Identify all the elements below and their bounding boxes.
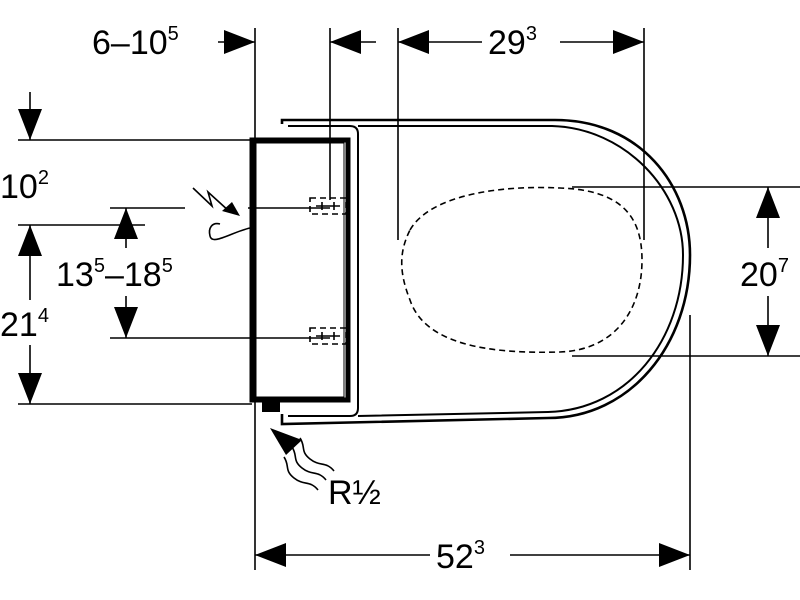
seat-shoulder	[288, 125, 359, 417]
water-connection-label: R½	[328, 474, 381, 512]
arrow-up-icon	[756, 187, 780, 218]
arrow-left-icon	[398, 30, 429, 54]
water-inflow-icon	[270, 428, 335, 491]
product-outline	[249, 118, 692, 426]
dimension-bottom-length: 523	[255, 537, 690, 576]
dimension-label-left-upper: 102	[0, 167, 49, 206]
lightning-icon	[192, 187, 251, 241]
arrow-down-icon	[18, 373, 42, 404]
arrow-down-icon	[756, 325, 780, 356]
hinge-marker-upper	[309, 197, 347, 215]
dimension-label-bottom-length: 523	[436, 537, 485, 576]
dimension-top-left: 6–105	[92, 23, 376, 62]
arrow-left-icon	[330, 30, 361, 54]
arrow-right-icon	[224, 30, 255, 54]
dimension-label-top-right: 293	[488, 23, 537, 62]
dimension-left-upper: 102	[0, 92, 49, 206]
dimension-right-height: 207	[740, 187, 789, 356]
bowl-opening-dashed	[400, 186, 643, 354]
dimension-left-lower: 214	[0, 225, 49, 404]
hinge-marker-lower	[309, 327, 347, 345]
arrow-down-icon	[18, 109, 42, 140]
dimension-label-left-lower: 214	[0, 305, 49, 344]
arrow-up-icon	[18, 225, 42, 256]
arrow-right-icon	[659, 543, 690, 567]
water-connection-block	[262, 402, 280, 412]
dimension-label-right-height: 207	[740, 255, 789, 294]
dimension-label-top-left: 6–105	[92, 23, 179, 62]
extension-lines	[18, 28, 800, 570]
dimension-label-left-middle: 135–185	[56, 255, 173, 294]
arrow-left-icon	[255, 543, 286, 567]
seat-outline	[280, 118, 692, 426]
arrow-down-icon	[114, 307, 138, 338]
arrow-right-icon	[613, 30, 644, 54]
arrow-up-icon	[114, 208, 138, 239]
dimension-top-right: 293	[398, 23, 644, 62]
seat-inner-outline	[357, 125, 685, 417]
dimension-left-middle: 135–185	[56, 208, 173, 338]
